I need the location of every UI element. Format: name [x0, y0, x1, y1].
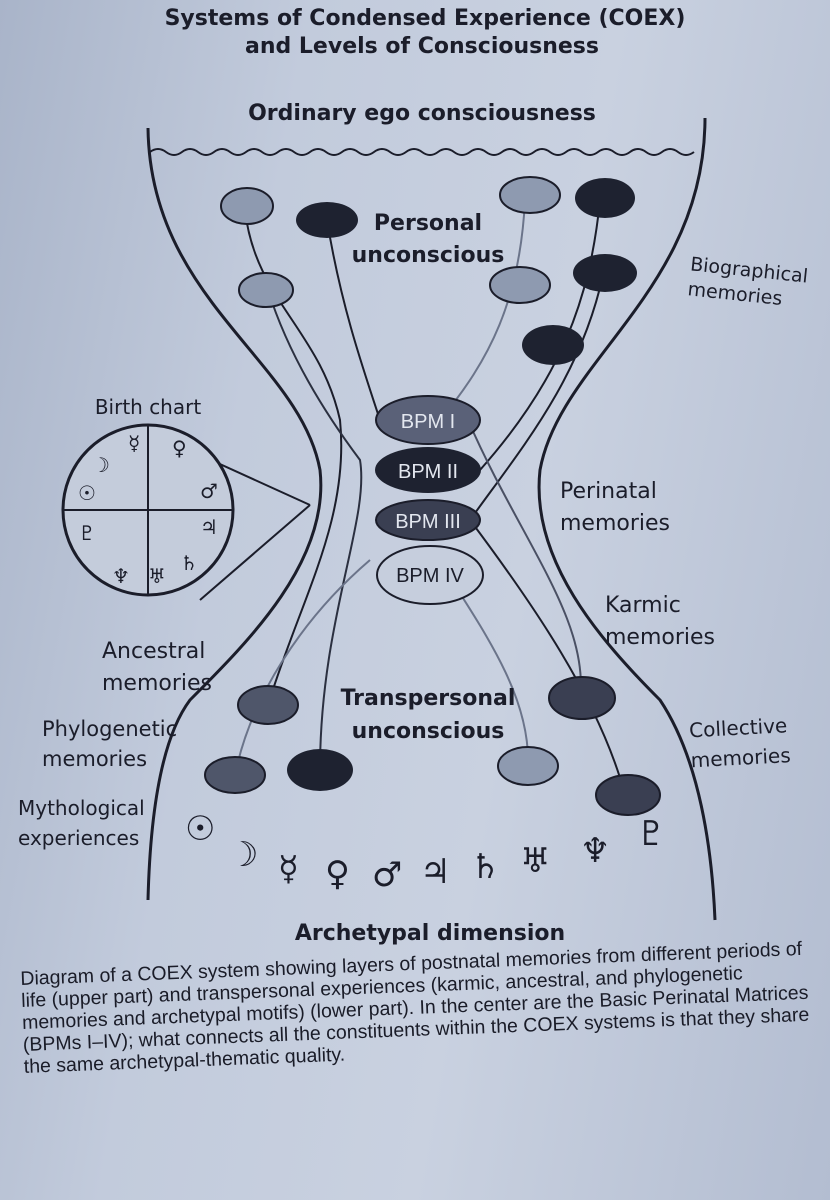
bpm-1-label: BPM I — [401, 411, 455, 433]
bpm-2-label: BPM II — [398, 461, 458, 483]
chart-mars-icon: ♂ — [200, 479, 218, 503]
strand-left-4 — [234, 559, 371, 776]
bpm-3-ellipse — [375, 499, 481, 541]
jupiter-icon: ♃ — [420, 852, 450, 892]
planet-glyph-row: ☉ ☽ ☿ ♀ ♂ ♃ ♄ ♅ ♆ ♇ — [185, 809, 666, 895]
chart-uranus-icon: ♅ — [148, 564, 166, 588]
karmic-label-line-2: memories — [605, 625, 715, 650]
hourglass-right-outline — [537, 117, 717, 921]
node-light-lower-1 — [497, 746, 559, 786]
neptune-icon: ♆ — [580, 831, 610, 871]
title-line-2: and Levels of Consciousness — [245, 34, 599, 59]
bpm-4-ellipse — [376, 545, 484, 605]
node-mid-lower-4 — [595, 774, 661, 816]
chart-neptune-icon: ♆ — [112, 564, 130, 588]
node-mid-lower-3 — [548, 676, 616, 720]
birth-chart-label: Birth chart — [95, 395, 202, 419]
archetypal-dimension-label: Archetypal dimension — [295, 921, 565, 946]
personal-unconscious-line-2: unconscious — [352, 243, 505, 268]
strand-left-3 — [267, 289, 363, 771]
node-mid-lower-2 — [204, 756, 266, 794]
title-line-1: Systems of Condensed Experience (COEX) — [165, 6, 686, 31]
strand-right-3 — [469, 274, 604, 521]
bpm-4-label: BPM IV — [396, 565, 464, 587]
strand-right-4 — [467, 419, 582, 701]
chart-pluto-icon: ♇ — [78, 521, 96, 545]
chart-mercury-icon: ☿ — [128, 431, 140, 455]
sun-icon: ☉ — [185, 809, 215, 849]
chart-jupiter-icon: ♃ — [200, 515, 218, 539]
mars-icon: ♂ — [372, 855, 402, 895]
node-dark-upper-2 — [575, 178, 635, 218]
collective-label-line-1: Collective — [689, 713, 788, 742]
phylogenetic-label-line-2: memories — [42, 747, 147, 771]
ordinary-consciousness-label: Ordinary ego consciousness — [248, 101, 596, 126]
venus-icon: ♀ — [325, 854, 350, 894]
uranus-icon: ♅ — [520, 841, 550, 881]
strand-right-1 — [439, 199, 526, 421]
karmic-label-line-1: Karmic — [605, 593, 681, 618]
chart-sun-icon: ☉ — [78, 481, 96, 505]
moon-icon: ☽ — [228, 835, 258, 875]
surface-wave-line — [149, 148, 695, 156]
strand-left-2 — [326, 219, 381, 421]
node-light-upper-1 — [220, 187, 274, 225]
personal-unconscious-line-1: Personal — [374, 211, 482, 236]
mercury-icon: ☿ — [278, 849, 299, 889]
bpm-3-label: BPM III — [395, 511, 461, 533]
chart-saturn-icon: ♄ — [180, 551, 198, 575]
ancestral-label-line-1: Ancestral — [102, 639, 205, 664]
node-light-upper-3 — [499, 176, 561, 214]
pluto-icon: ♇ — [636, 814, 666, 854]
ancestral-label-line-2: memories — [102, 671, 212, 696]
collective-label-line-2: memories — [690, 743, 791, 772]
node-dark-upper-1 — [296, 202, 358, 238]
transpersonal-label-line-2: unconscious — [352, 719, 505, 744]
saturn-icon: ♄ — [470, 847, 500, 887]
bpm-2-ellipse — [375, 447, 481, 493]
strand-right-5 — [469, 519, 626, 796]
hourglass-left-outline — [146, 127, 323, 901]
node-dark-lower-1 — [287, 749, 353, 791]
mythological-label-line-2: experiences — [18, 826, 139, 850]
node-dark-upper-4 — [522, 325, 584, 365]
mythological-label-line-1: Mythological — [18, 796, 145, 820]
perinatal-label-line-1: Perinatal — [560, 479, 657, 504]
node-light-upper-2 — [238, 272, 294, 308]
chart-moon-icon: ☽ — [92, 453, 110, 477]
node-light-upper-4 — [489, 266, 551, 304]
bpm-1-ellipse — [375, 395, 481, 445]
node-dark-upper-3 — [573, 254, 637, 292]
chart-venus-icon: ♀ — [172, 436, 187, 460]
transpersonal-label-line-1: Transpersonal — [341, 686, 516, 711]
perinatal-label-line-2: memories — [560, 511, 670, 536]
chart-pointer-bottom — [199, 504, 311, 601]
node-mid-lower-1 — [237, 685, 299, 725]
phylogenetic-label-line-1: Phylogenetic — [42, 717, 177, 741]
